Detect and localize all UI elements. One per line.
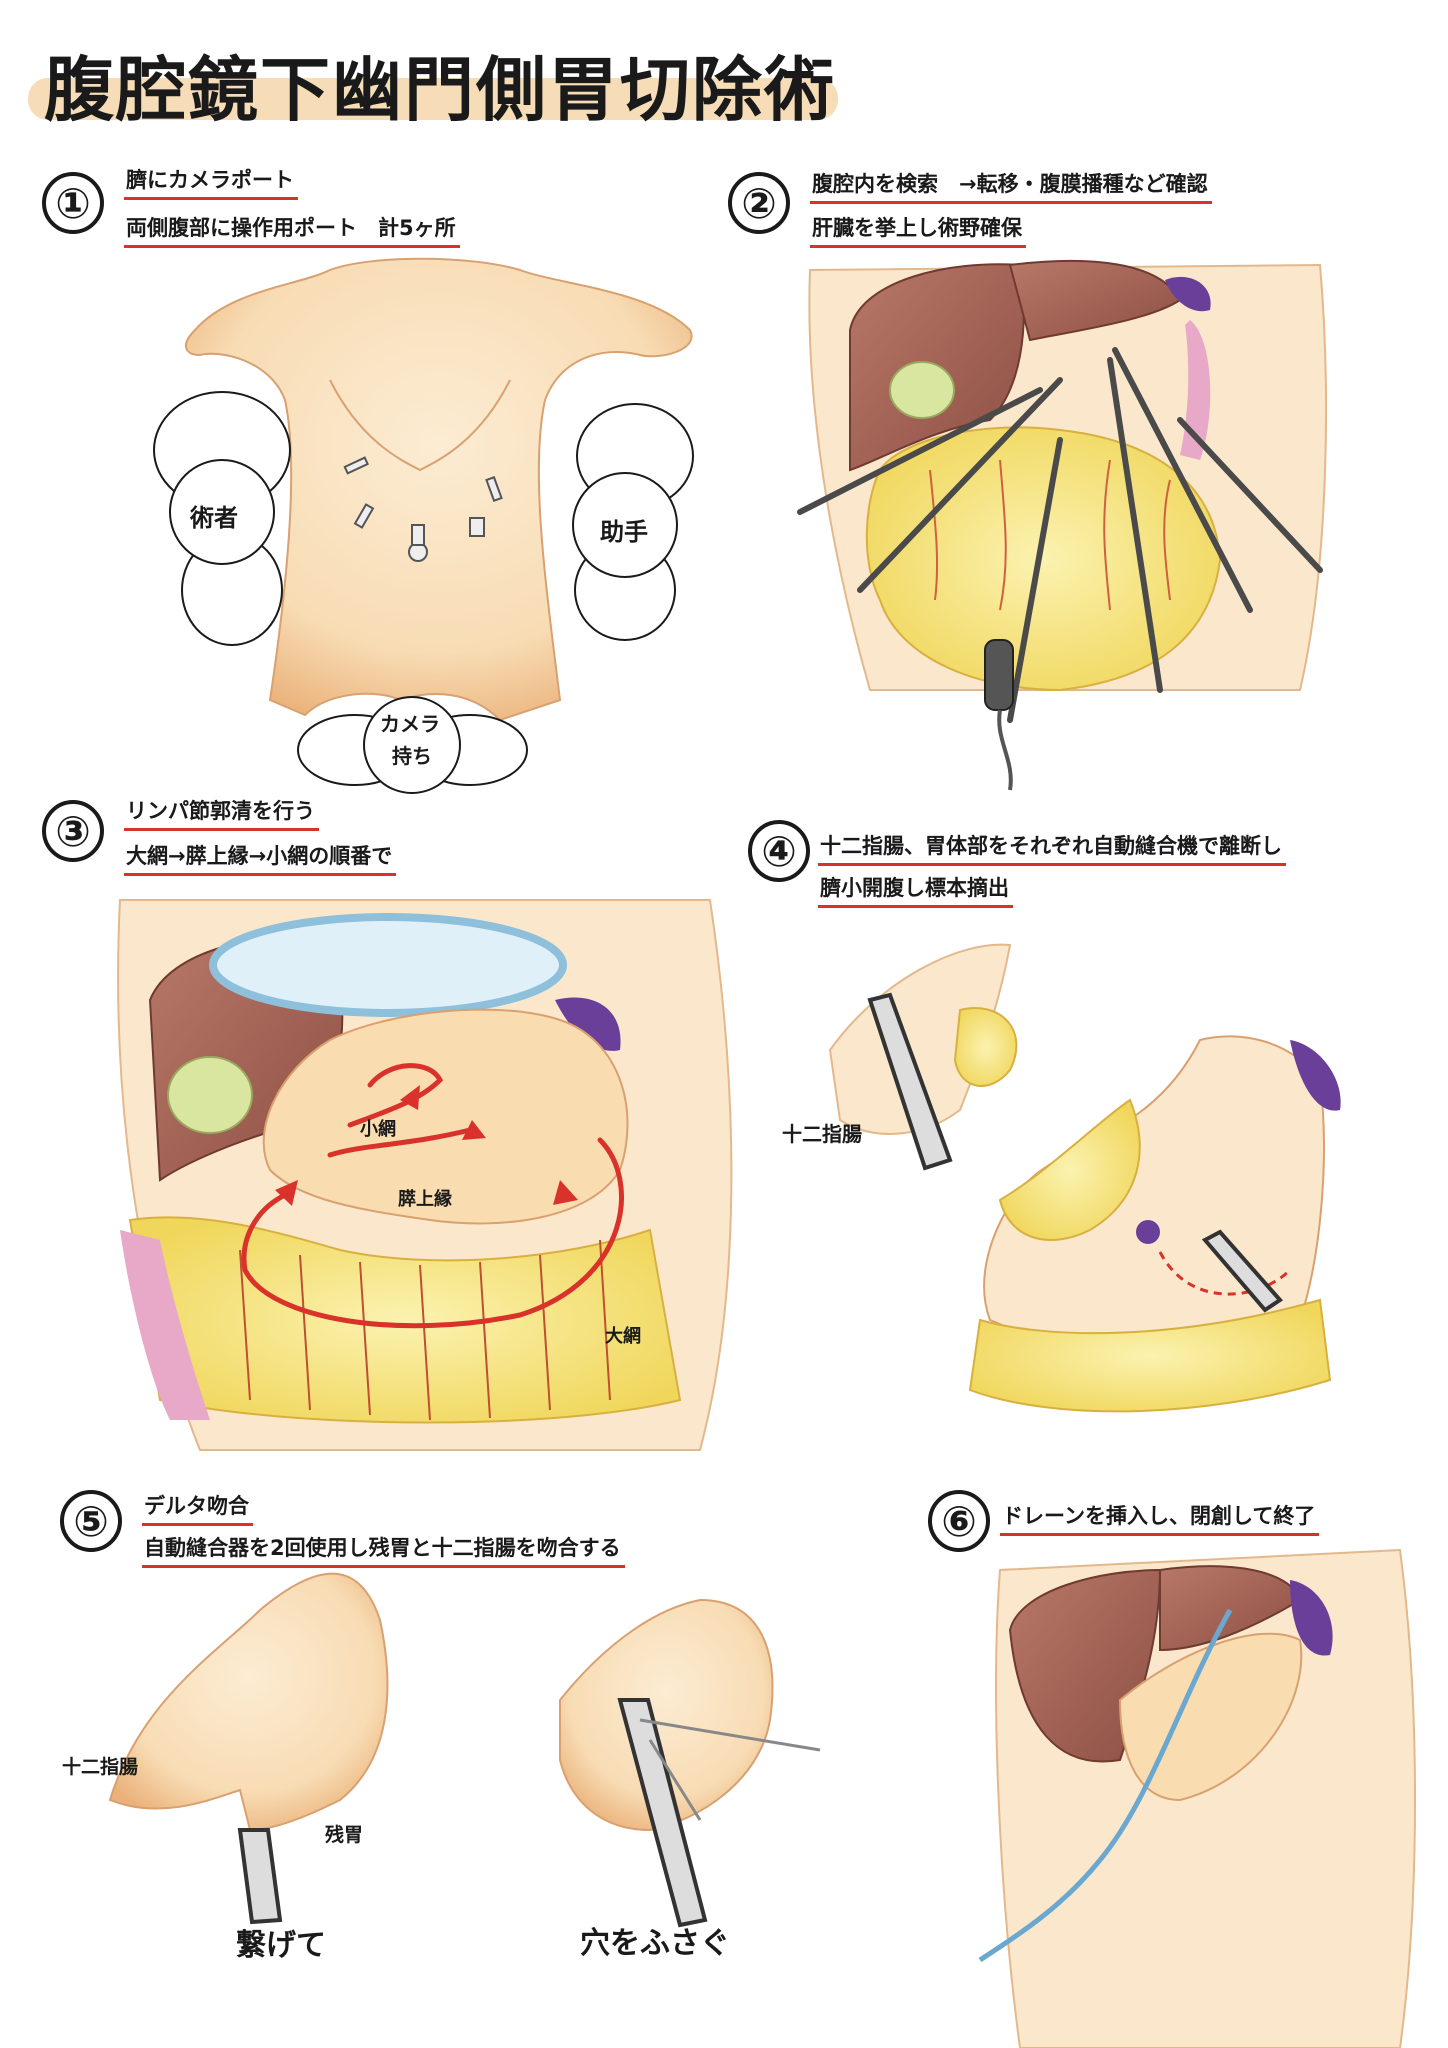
step3-line1: リンパ節郭清を行う: [124, 795, 319, 831]
panel4-division: [828, 943, 1341, 1413]
step6-line1: ドレーンを挿入し、閉創して終了: [1000, 1500, 1320, 1536]
connect-label: 繋げて: [236, 1928, 326, 1963]
step4-duodenum-label: 十二指腸: [782, 1122, 862, 1146]
step5-line2: 自動縫合器を2回使用し残胃と十二指腸を吻合する: [142, 1532, 625, 1568]
step3-number: ③: [42, 800, 104, 862]
pancreas-upper-label: 膵上縁: [398, 1189, 452, 1210]
step2-line1: 腹腔内を検索 →転移・腹膜播種など確認: [810, 168, 1212, 204]
panel1-ports: [343, 456, 503, 562]
close-hole-label: 穴をふさぐ: [580, 1926, 730, 1961]
remnant-stomach-label: 残胃: [325, 1824, 364, 1846]
step4-number: ④: [748, 820, 810, 882]
panel3-dissection: [117, 899, 733, 1451]
camera-holder-label1: カメラ: [380, 712, 440, 736]
step5-duodenum-label: 十二指腸: [62, 1756, 139, 1778]
step4-line2: 臍小開腹し標本摘出: [818, 872, 1013, 908]
panel2-cavity: [797, 255, 1340, 791]
step3-line2: 大網→膵上縁→小網の順番で: [124, 840, 397, 876]
step5-line1: デルタ吻合: [142, 1490, 253, 1526]
step5-number: ⑤: [60, 1490, 122, 1552]
step2-number: ②: [728, 172, 790, 234]
panel6-closure: [978, 1548, 1416, 2048]
step4-line1: 十二指腸、胃体部をそれぞれ自動縫合機で離断し: [818, 830, 1286, 866]
step1-number: ①: [42, 172, 104, 234]
panel1-people: [153, 391, 694, 794]
panel5-anastomosis: [108, 1572, 821, 1928]
step6-number: ⑥: [928, 1490, 990, 1552]
step1-line1: 臍にカメラポート: [124, 164, 298, 200]
surgeon-label: 術者: [190, 504, 238, 532]
lesser-omentum-label: 小網: [360, 1119, 396, 1140]
title-highlight: [28, 78, 838, 120]
assistant-label: 助手: [600, 518, 648, 546]
step1-line2: 両側腹部に操作用ポート 計5ヶ所: [124, 212, 460, 248]
page-title: 腹腔鏡下幽門側胃切除術: [44, 49, 836, 131]
step2-line2: 肝臓を挙上し術野確保: [810, 212, 1026, 248]
greater-omentum-label: 大網: [605, 1326, 641, 1347]
camera-holder-label2: 持ち: [392, 744, 432, 768]
